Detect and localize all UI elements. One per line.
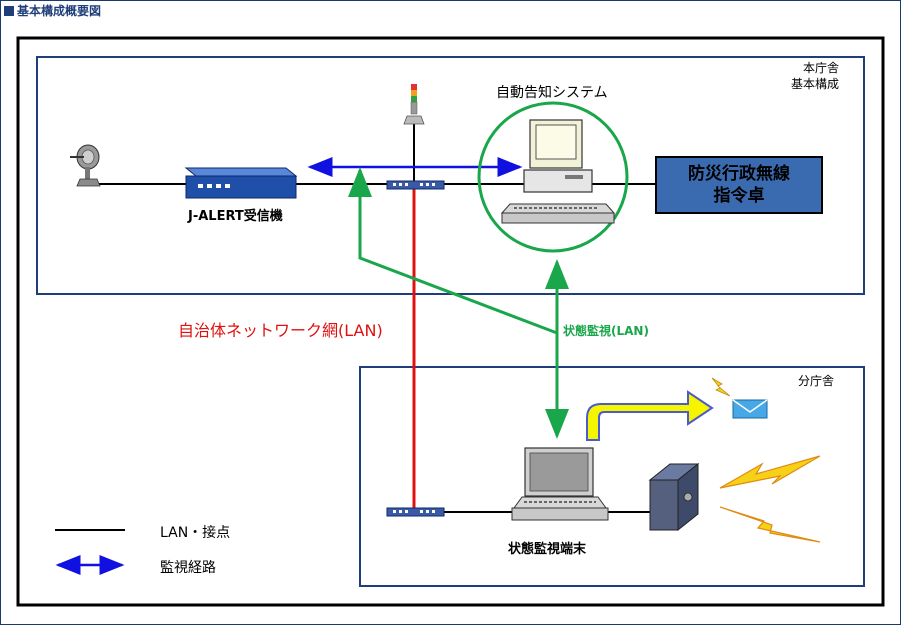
branch-office-label: 分庁舎 <box>798 374 835 388</box>
jalert-receiver-label: J-ALERT受信機 <box>188 209 283 224</box>
legend-lan-label: LAN・接点 <box>160 525 231 541</box>
network-hub-main-icon <box>386 180 445 190</box>
system-highlight-circle <box>477 101 629 253</box>
speaker-pole-icon <box>403 84 425 125</box>
main-office-label: 本庁舎 基本構成 <box>791 60 839 92</box>
auto-notify-system-label: 自動告知システム <box>496 85 608 101</box>
network-hub-branch-icon <box>386 507 445 517</box>
lightning-icon <box>719 455 821 489</box>
mail-icon <box>711 377 768 419</box>
page-title: 基本構成概要図 <box>4 2 101 19</box>
branch-office-box <box>359 366 865 587</box>
speaker-cabinet-icon <box>648 462 700 532</box>
laptop-icon <box>511 447 609 521</box>
status-path-jalert <box>348 167 558 335</box>
desktop-pc-icon <box>500 119 616 224</box>
status-terminal-label: 状態監視端末 <box>508 542 587 557</box>
legend-monitor-label: 監視経路 <box>160 560 216 576</box>
outer-boundary <box>16 36 885 607</box>
command-desk: 防災行政無線 指令卓 <box>655 156 823 214</box>
jalert-receiver-icon <box>184 167 298 199</box>
antenna-icon <box>70 144 101 187</box>
status-monitoring-label: 状態監視(LAN) <box>563 324 649 338</box>
command-desk-line2: 指令卓 <box>713 186 765 206</box>
command-desk-line1: 防災行政無線 <box>688 164 790 184</box>
title-square-icon <box>4 6 14 16</box>
lightning-icon-2 <box>719 506 821 543</box>
page-title-text: 基本構成概要図 <box>17 4 102 18</box>
notification-arrow <box>586 390 714 441</box>
main-office-label-line2: 基本構成 <box>791 77 840 91</box>
main-office-label-line1: 本庁舎 <box>803 61 840 75</box>
municipal-lan-label: 自治体ネットワーク網(LAN) <box>178 321 383 340</box>
